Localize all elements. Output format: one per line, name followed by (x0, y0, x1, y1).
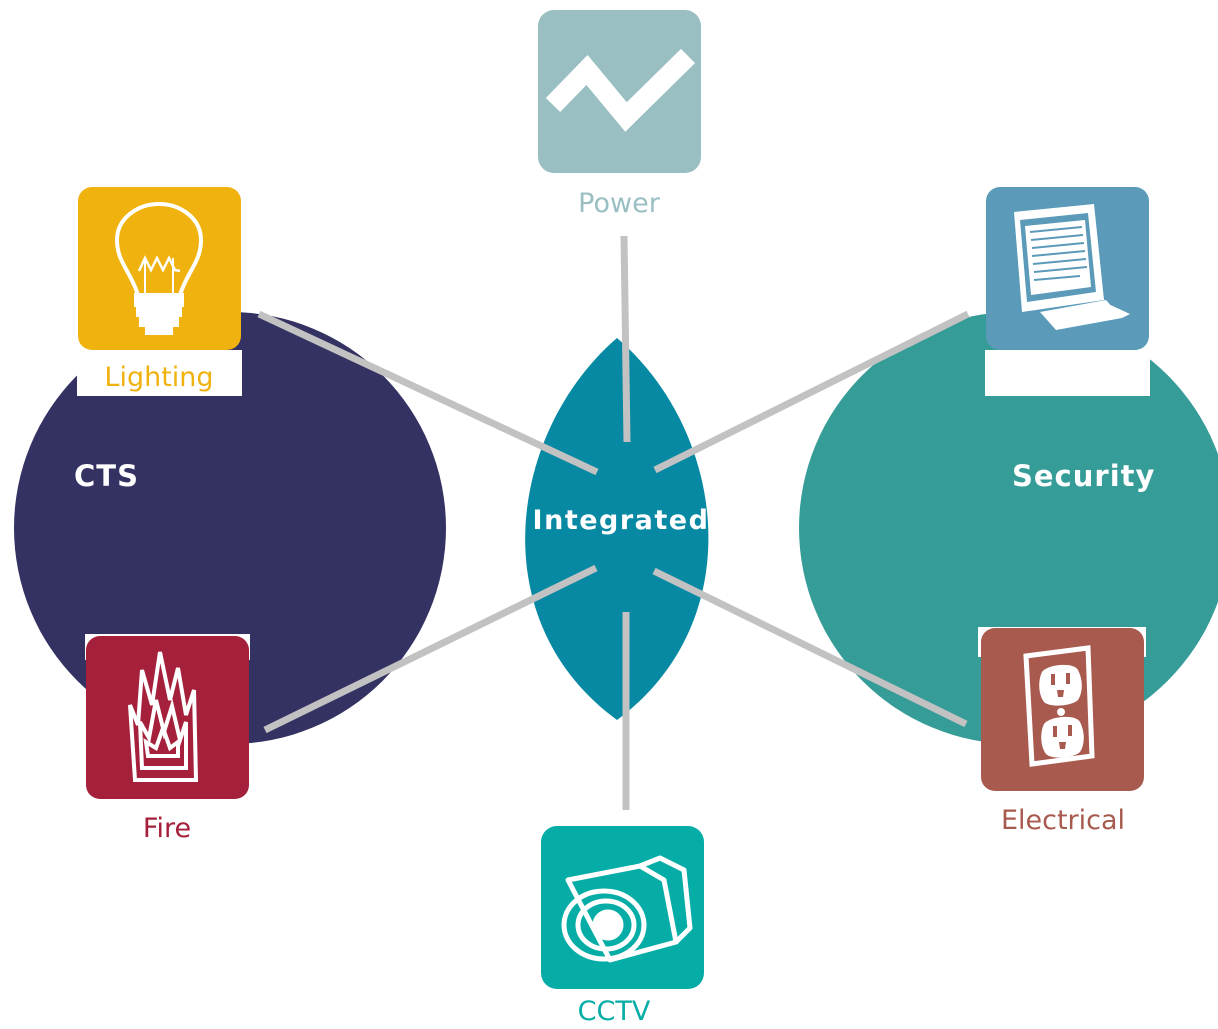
security-label: Security (1012, 459, 1155, 493)
it-tile[interactable]: IT (986, 187, 1149, 393)
computer-monitor-icon (1014, 204, 1130, 330)
connector-electrical (652, 567, 968, 728)
power-label: Power (578, 188, 661, 219)
cctv-tile[interactable]: CCTV (541, 826, 704, 1027)
lighting-label: Lighting (104, 362, 213, 393)
electrical-tile[interactable]: Electrical (981, 628, 1144, 836)
power-graph-icon (545, 48, 696, 132)
camera-icon (561, 855, 693, 963)
cctv-label: CCTV (578, 996, 651, 1027)
power-tile-bg (538, 10, 701, 173)
fire-tile[interactable]: Fire (86, 636, 249, 844)
connector-it (653, 310, 970, 474)
integrated-label: Integrated (533, 505, 710, 536)
integrated-leaf (525, 338, 709, 720)
flame-icon (128, 651, 199, 782)
connector-fire (263, 564, 598, 734)
it-label: IT (1055, 362, 1080, 393)
fire-label: Fire (143, 813, 191, 844)
it-panel (985, 350, 1150, 396)
power-tile[interactable]: Power (538, 10, 701, 219)
cts-label: CTS (74, 459, 139, 493)
lighting-tile[interactable]: Lighting (78, 187, 241, 393)
connector-power (620, 235, 631, 443)
light-bulb-icon (114, 201, 204, 335)
connectors (257, 235, 970, 810)
electrical-label: Electrical (1001, 805, 1125, 836)
power-outlet-icon (1023, 645, 1095, 767)
connector-lighting (257, 310, 599, 476)
lighting-panel (77, 350, 242, 396)
